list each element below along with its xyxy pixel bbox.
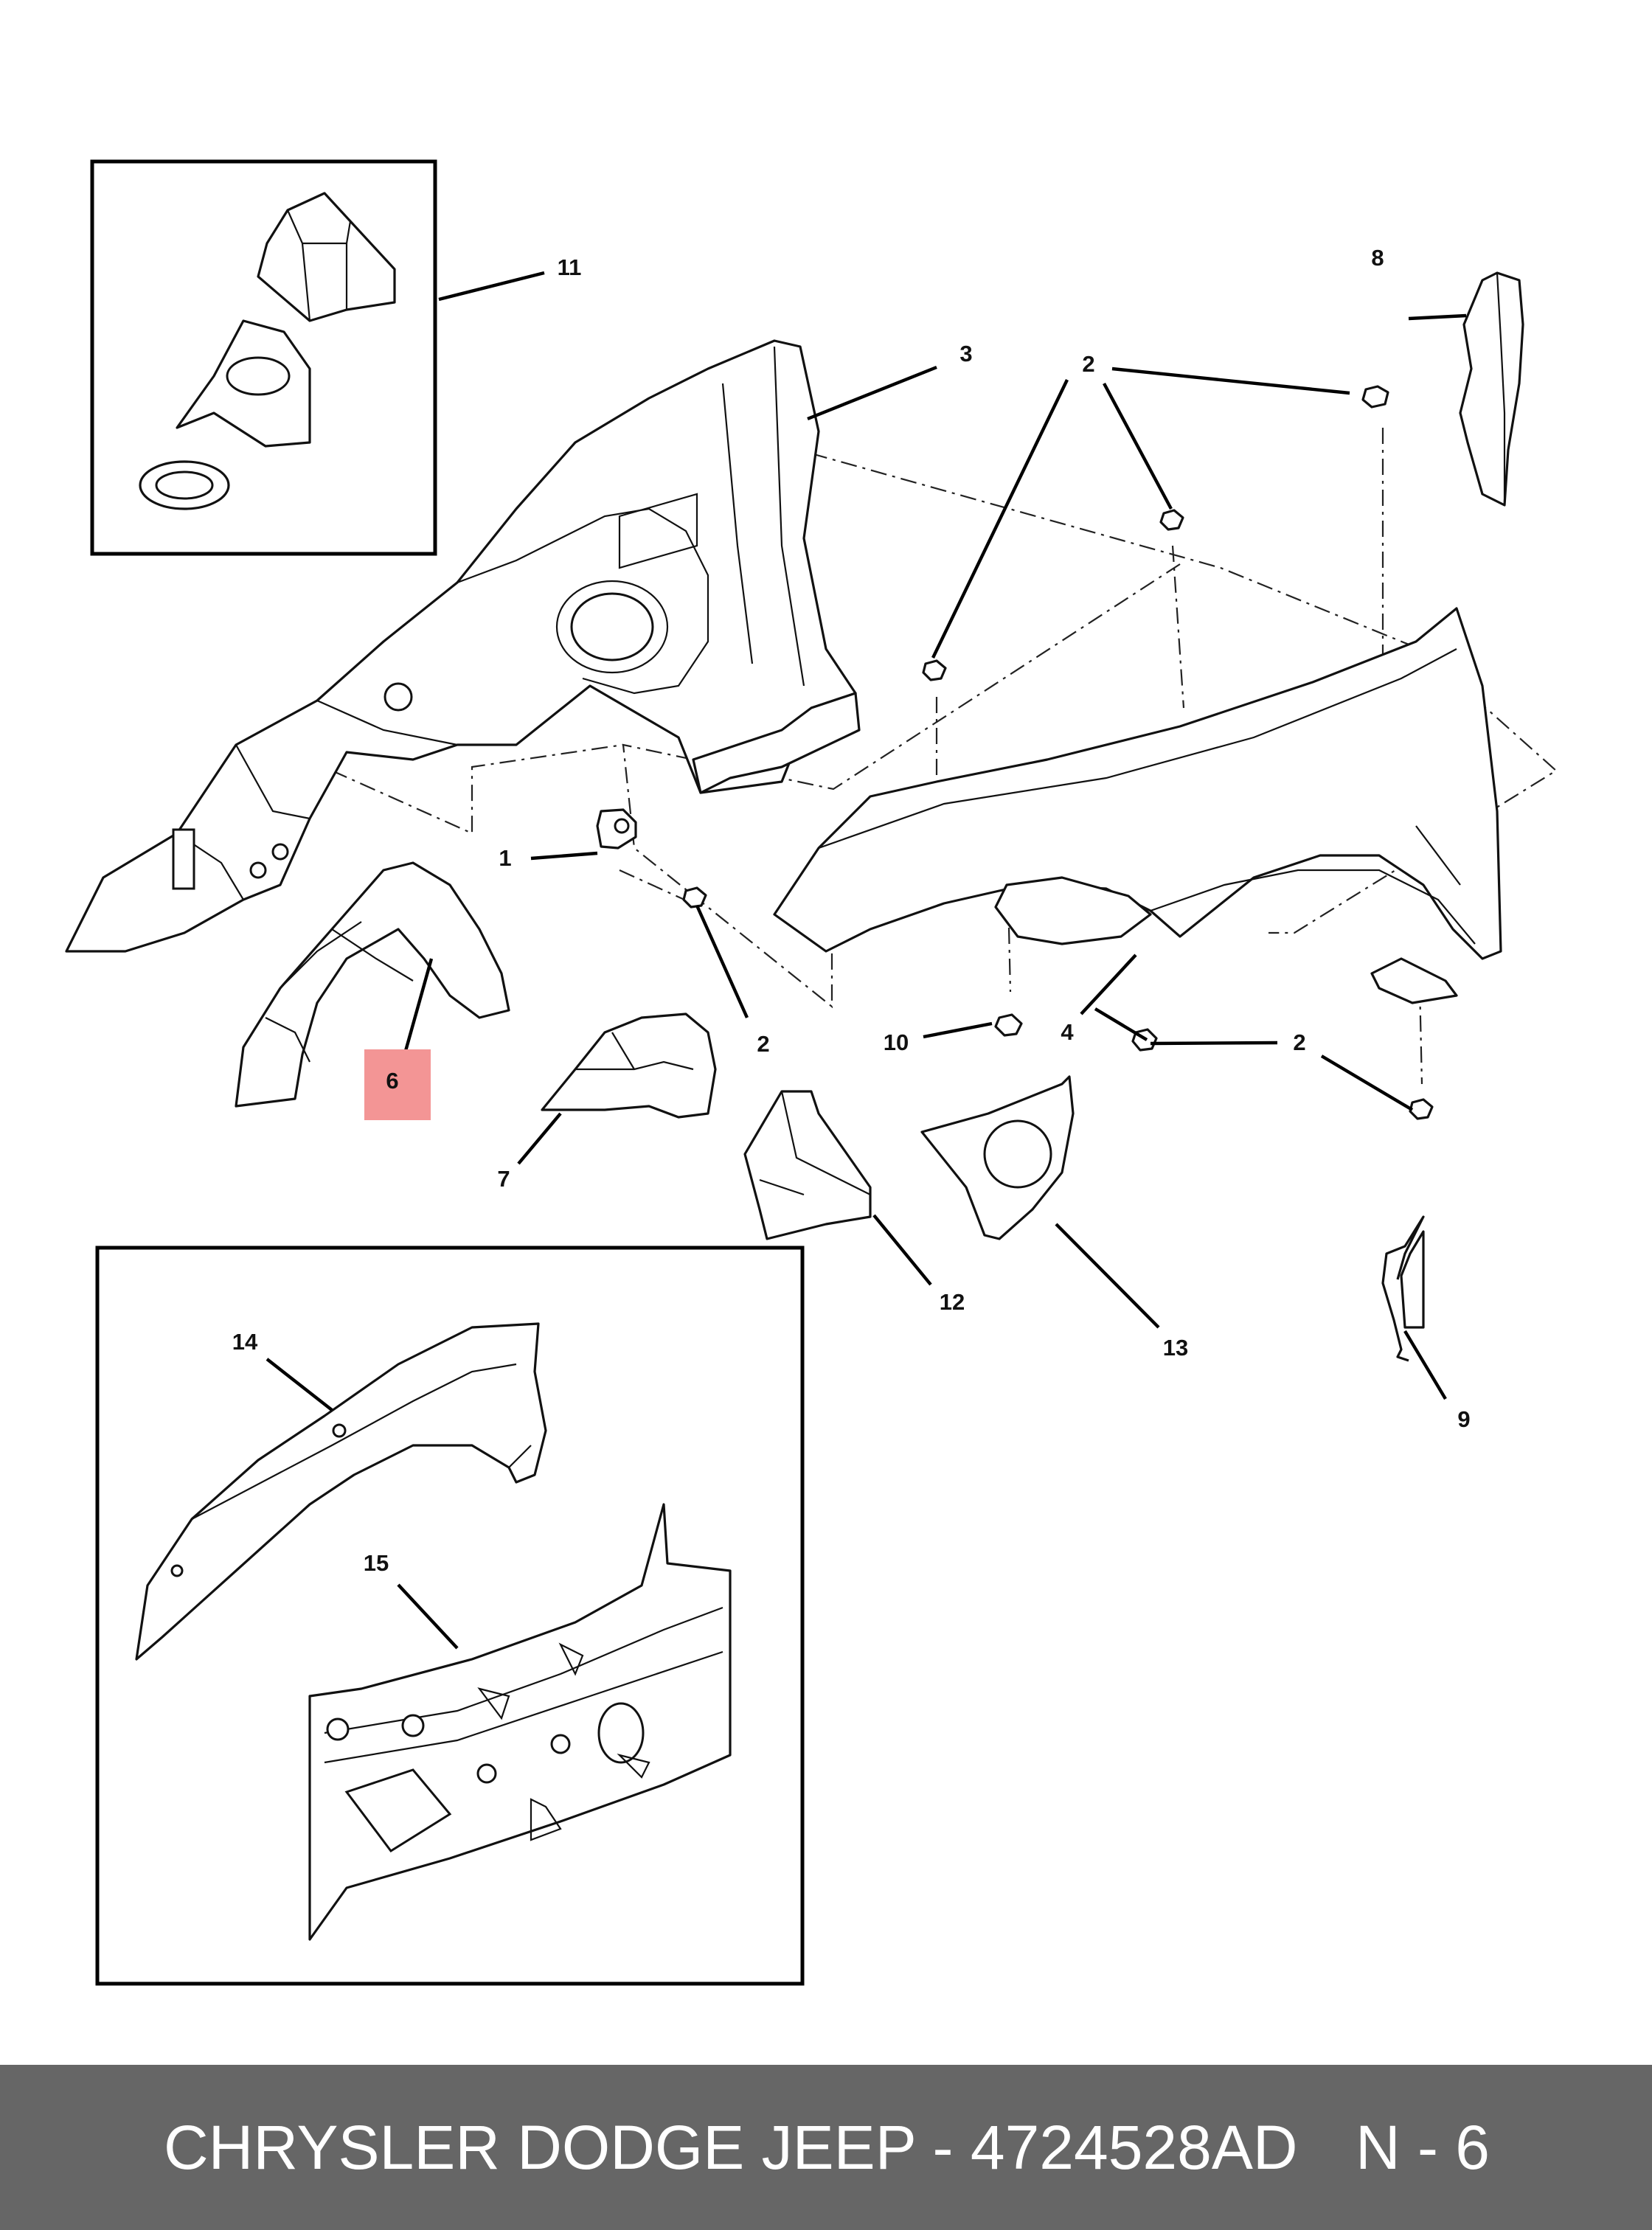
part-4-front-fender (773, 607, 1502, 1004)
callout-2-top: 2 (1082, 351, 1094, 377)
bolt-2-b (1159, 509, 1184, 531)
part-13-shield-panel (920, 1075, 1075, 1240)
footer-bar: CHRYSLER DODGE JEEP - 4724528AD N - 6 (0, 2065, 1652, 2230)
exploded-parts-diagram: 11 8 3 2 1 6 2 10 4 2 7 12 13 9 14 15 (65, 159, 1558, 1986)
callout-6: 6 (386, 1068, 398, 1094)
part-14-rail-extension (135, 1322, 547, 1661)
callout-2-left: 2 (757, 1031, 769, 1057)
callout-9: 8 (1371, 245, 1384, 271)
part-7-reinforcement (541, 1012, 717, 1119)
part-1-bracket (596, 808, 637, 850)
callout-2-right: 2 (1293, 1029, 1305, 1055)
callout-1: 1 (499, 845, 511, 871)
callout-12: 12 (940, 1289, 965, 1315)
callout-3: 3 (959, 341, 972, 367)
part-15-dash-panel (308, 1503, 732, 1941)
nut-10 (994, 1013, 1023, 1037)
callout-8: 9 (1457, 1406, 1470, 1432)
callout-4: 4 (1061, 1019, 1074, 1045)
bolt-2-a (1361, 385, 1389, 409)
bolt-2-d (682, 886, 707, 909)
bolt-2-f (1409, 1098, 1434, 1120)
part-8-bracket (1381, 1215, 1425, 1362)
highlight-box-callout-6 (364, 1049, 431, 1120)
footer-item-code: N - 6 (1356, 2113, 1490, 2182)
callout-11: 11 (558, 254, 582, 280)
part-3-body-side-structure (65, 339, 861, 953)
part-9-fender-bracket (1459, 271, 1524, 507)
part-11-strut-tower-assembly (139, 192, 396, 510)
fasteners (682, 385, 1434, 1120)
callout-15: 15 (364, 1550, 389, 1576)
callout-7: 7 (497, 1166, 510, 1192)
callout-13: 13 (1163, 1335, 1188, 1361)
part-12-bracket (743, 1090, 872, 1240)
inset-frame-top-left (90, 159, 437, 556)
part-6-wheelhouse-splash-shield (235, 861, 510, 1108)
footer-brand-part-number: CHRYSLER DODGE JEEP - 4724528AD (164, 2113, 1298, 2182)
callout-10: 10 (884, 1029, 909, 1055)
bolt-2-c (922, 659, 947, 681)
callout-14: 14 (232, 1329, 258, 1355)
inset-frame-bottom-left (95, 1246, 805, 1986)
leader-lines (266, 271, 1467, 1650)
